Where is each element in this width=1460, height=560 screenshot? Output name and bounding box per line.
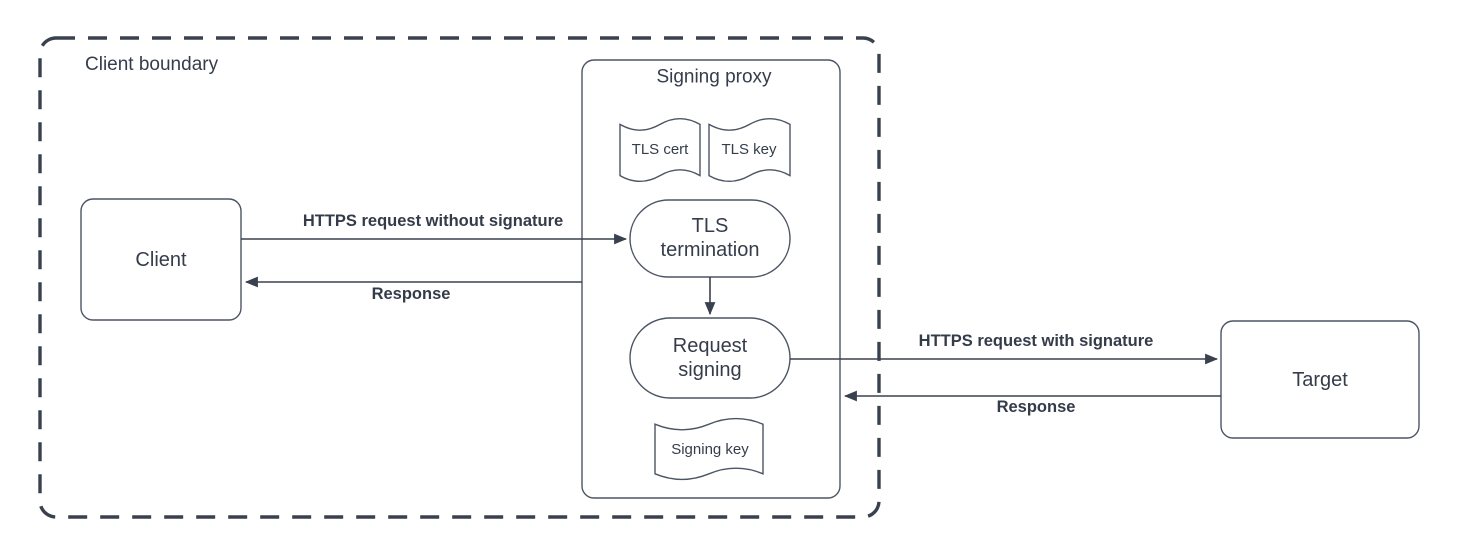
client-boundary-box (38, 36, 881, 519)
tls-cert-tape-shape (619, 117, 701, 183)
request-signing-node-shape (629, 317, 791, 399)
client-node-shape (80, 198, 242, 321)
tls-key-tape-shape (708, 117, 791, 183)
signing-key-tape-shape (654, 417, 764, 481)
tls-termination-node-shape (629, 199, 791, 278)
target-node-shape (1220, 320, 1420, 439)
